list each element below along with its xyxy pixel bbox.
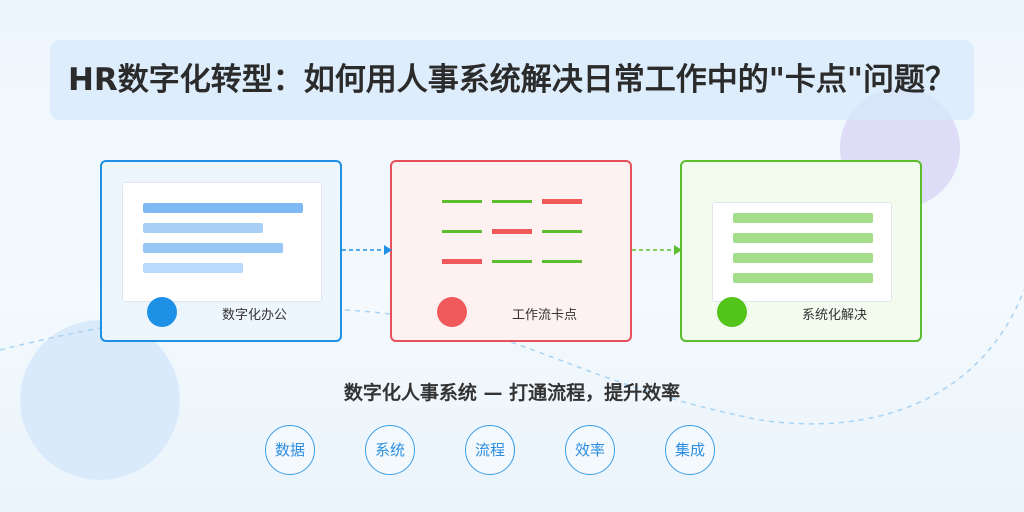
decorative-circle-blue bbox=[20, 320, 180, 480]
flow-dash-blocked bbox=[492, 229, 532, 234]
text-line bbox=[143, 263, 243, 273]
text-line bbox=[143, 243, 283, 253]
card-label: 工作流卡点 bbox=[512, 308, 578, 323]
title-banner bbox=[50, 40, 974, 120]
text-line bbox=[733, 273, 873, 283]
card-label: 系统化解决 bbox=[802, 308, 868, 323]
status-dot-red bbox=[437, 297, 467, 327]
page-title: HR数字化转型：如何用人事系统解决日常工作中的"卡点"问题？ bbox=[67, 62, 957, 98]
keyword-badge-system: 系统 bbox=[365, 425, 415, 475]
keyword-badge-efficiency: 效率 bbox=[565, 425, 615, 475]
card-label: 数字化办公 bbox=[222, 308, 288, 323]
text-line bbox=[143, 223, 263, 233]
status-dot-blue bbox=[147, 297, 177, 327]
status-dot-green bbox=[717, 297, 747, 327]
arrow-right-icon bbox=[342, 245, 392, 255]
flow-dash bbox=[442, 230, 482, 233]
flow-dash-blocked bbox=[542, 199, 582, 204]
text-line bbox=[733, 213, 873, 223]
card-digital-office: 数字化办公 bbox=[100, 160, 342, 342]
keyword-badge-process: 流程 bbox=[465, 425, 515, 475]
text-line bbox=[143, 203, 303, 213]
flow-dash bbox=[442, 200, 482, 203]
flow-dash bbox=[542, 260, 582, 263]
document-icon bbox=[122, 182, 322, 302]
text-line bbox=[733, 233, 873, 243]
flow-dash bbox=[492, 200, 532, 203]
keyword-badge-integration: 集成 bbox=[665, 425, 715, 475]
arrow-right-icon bbox=[632, 245, 682, 255]
document-icon bbox=[712, 202, 892, 302]
flow-dash bbox=[542, 230, 582, 233]
keyword-badge-data: 数据 bbox=[265, 425, 315, 475]
subtitle: 数字化人事系统 — 打通流程，提升效率 bbox=[343, 382, 681, 404]
flow-dash-blocked bbox=[442, 259, 482, 264]
card-workflow-bottleneck: 工作流卡点 bbox=[390, 160, 632, 342]
text-line bbox=[733, 253, 873, 263]
card-systematic-solution: 系统化解决 bbox=[680, 160, 922, 342]
flow-dash bbox=[492, 260, 532, 263]
